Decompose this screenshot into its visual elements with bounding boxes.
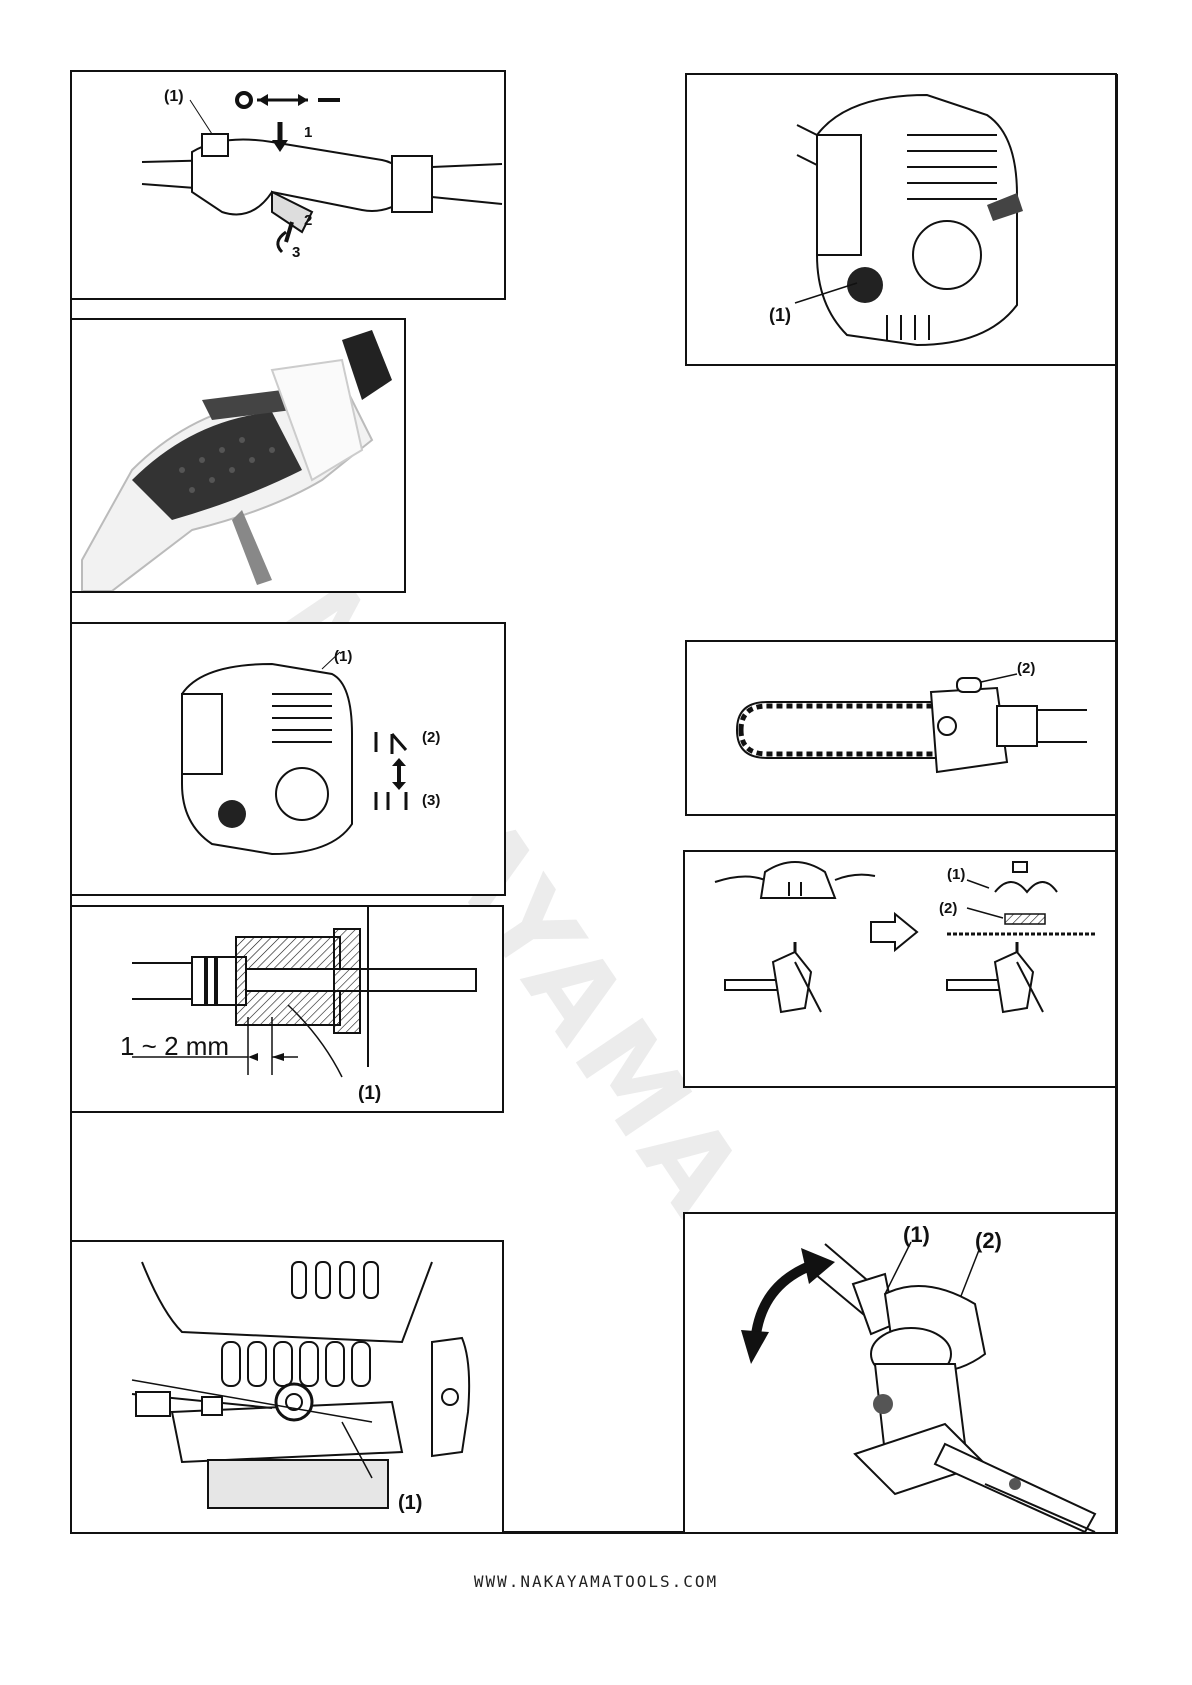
switch-on-off-icon [237,93,251,107]
label-1: (1) [903,1222,930,1248]
label-1: (1) [769,305,791,326]
choke-open-icon [376,792,406,810]
label-1: (1) [947,866,965,883]
label-1: (1) [334,648,352,665]
choke-closed-icon [392,734,406,754]
cable-adjust-drawing [72,907,502,1111]
step-3-label: 3 [292,244,300,261]
gear-head-drawing [685,1214,1115,1532]
step-1-label: 1 [304,124,312,141]
figure-cable-adjust: 1 ~ 2 mm (1) [70,905,504,1113]
gap-label: 1 ~ 2 mm [120,1031,229,1062]
engine-top-drawing [687,75,1115,364]
label-2: (2) [422,729,440,746]
cutter-assembly-drawing [685,852,1115,1086]
handle-photo-drawing [72,320,404,591]
step-2-label: 2 [304,212,312,229]
carburetor-cable-drawing [72,1242,502,1532]
footer-url[interactable]: WWW.NAKAYAMATOOLS.COM [0,1572,1192,1591]
label-3: (3) [422,792,440,809]
label-2: (2) [975,1228,1002,1254]
figure-carburetor-cable: (1) [70,1240,504,1534]
label-2: (2) [1017,660,1035,677]
label-2: (2) [939,900,957,917]
figure-gear-head: (1) (2) [683,1212,1117,1534]
figure-engine-choke: (1) (2) (3) [70,622,506,896]
next-step-arrow-icon [871,914,917,950]
figure-handle-photo [70,318,406,593]
figure-engine-top: (1) [685,73,1117,366]
label-1: (1) [358,1083,381,1105]
label-1: (1) [164,88,184,106]
figure-chain-bar: (2) [685,640,1117,816]
figure-throttle-handle: (1) 1 2 3 [70,70,506,300]
chain-bar-drawing [687,642,1115,814]
throttle-handle-drawing [72,72,504,298]
label-1: (1) [398,1492,422,1515]
engine-choke-drawing [72,624,504,894]
figure-cutter-assembly: (1) (2) [683,850,1117,1088]
